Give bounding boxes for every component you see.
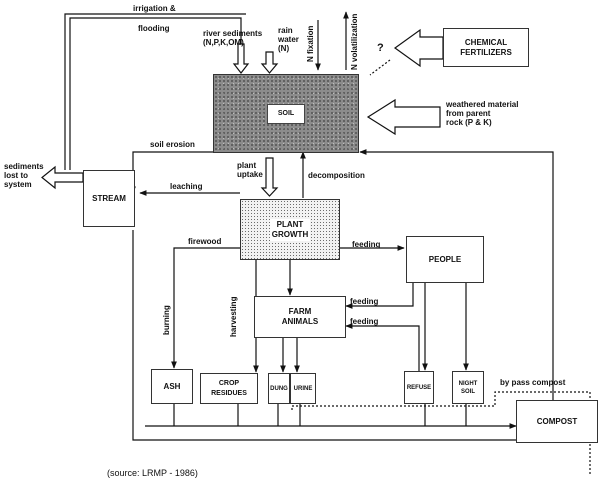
firewood-label: firewood xyxy=(188,237,222,246)
farm-animals-box: FARM ANIMALS xyxy=(254,296,346,338)
people-label: PEOPLE xyxy=(428,254,462,264)
n-volatilization-label: N volatilization xyxy=(350,13,359,70)
harvesting-label: harvesting xyxy=(229,296,238,337)
river-sediments-label: river sediments (N,P,K,OM) xyxy=(203,29,263,47)
farm-animals-label: FARM ANIMALS xyxy=(281,307,319,326)
urine-label: URINE xyxy=(293,385,313,392)
dung-box: DUNG xyxy=(268,373,290,404)
ash-label: ASH xyxy=(163,381,181,391)
leaching-label: leaching xyxy=(170,182,203,191)
refuse-label: REFUSE xyxy=(406,384,432,391)
crop-residues-box: CROP RESIDUES xyxy=(200,373,258,404)
ash-box: ASH xyxy=(151,369,193,404)
irrigation-label: irrigation & xyxy=(133,4,176,13)
compost-box: COMPOST xyxy=(516,400,598,443)
dung-label: DUNG xyxy=(270,385,288,392)
crop-residues-label: CROP RESIDUES xyxy=(211,379,247,397)
soil-erosion-label: soil erosion xyxy=(150,140,195,149)
plant-uptake-label: plant uptake xyxy=(237,161,263,179)
source-caption: (source: LRMP - 1986) xyxy=(107,468,198,478)
sediments-lost-label: sediments lost to system xyxy=(4,162,44,189)
n-fixation-label: N fixation xyxy=(306,25,315,62)
decomposition-label: decomposition xyxy=(308,171,365,180)
plant-growth-box: PLANT GROWTH xyxy=(240,199,340,260)
soil-box: SOIL xyxy=(213,74,359,153)
people-box: PEOPLE xyxy=(406,236,484,283)
urine-box: URINE xyxy=(290,373,316,404)
stream-label: STREAM xyxy=(92,193,126,203)
feeding-refuse-animals-label: feeding xyxy=(350,317,379,326)
feeding-people-label: feeding xyxy=(352,240,381,249)
stream-box: STREAM xyxy=(83,170,135,227)
compost-label: COMPOST xyxy=(536,416,578,426)
plant-growth-label: PLANT GROWTH xyxy=(269,218,311,241)
feeding-people-animals-label: feeding xyxy=(350,297,379,306)
weathered-material-label: weathered material from parent rock (P &… xyxy=(446,100,519,127)
rain-water-label: rain water (N) xyxy=(278,26,299,53)
chemical-fertilizers-label: CHEMICAL FERTILIZERS xyxy=(460,37,512,57)
burning-label: burning xyxy=(162,305,171,335)
bypass-compost-label: by pass compost xyxy=(500,378,566,387)
chemical-fertilizers-box: CHEMICAL FERTILIZERS xyxy=(443,28,529,67)
night-soil-label: NIGHT SOIL xyxy=(458,380,478,395)
night-soil-box: NIGHT SOIL xyxy=(452,371,484,404)
refuse-box: REFUSE xyxy=(404,371,434,404)
soil-label: SOIL xyxy=(266,103,306,124)
question-mark-label: ? xyxy=(377,42,384,54)
flooding-label: flooding xyxy=(138,24,170,33)
